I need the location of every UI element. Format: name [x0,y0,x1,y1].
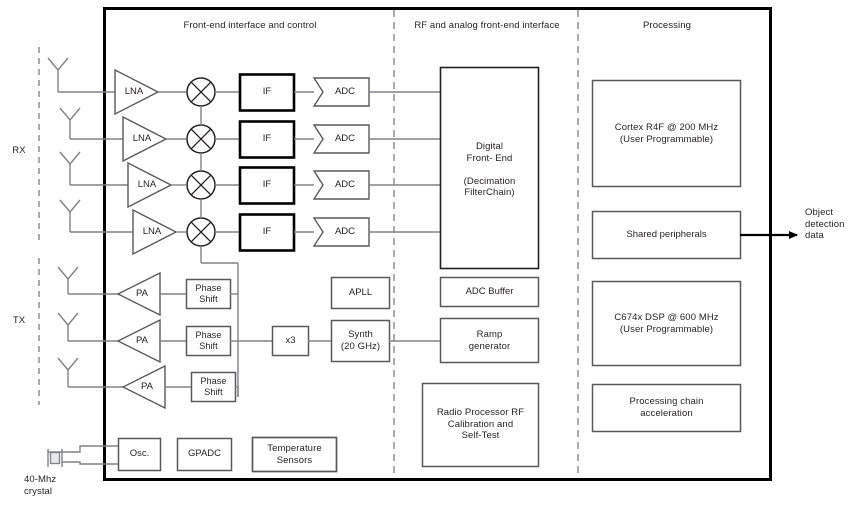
adc-block-3 [312,170,370,200]
rx-antenna-1 [47,57,118,93]
chip-boundary [103,7,772,481]
if-label-3: IF [262,179,272,191]
gpadc-label: GPADC [187,448,222,460]
pa-label-2: PA [136,335,148,347]
oscillator-block [117,437,162,472]
phase-shift-block-1 [185,278,232,310]
mixer-3 [186,170,216,200]
gpadc-block [176,437,233,472]
shared-peripherals-label: Shared peripherals [626,229,707,241]
if-label-1: IF [262,86,272,98]
lna-3-shape [127,161,173,209]
rx-antenna-4 [59,199,138,233]
tx-antenna-3 [57,357,123,388]
mixer-4 [186,217,216,247]
crystal-symbol [47,445,118,467]
digital-front-end-block [439,66,540,270]
lo-bus-mixers [200,106,238,264]
ramp-generator-block [439,317,540,364]
adc-to-dfe-wires [369,91,440,233]
phase-shift-block-2 [185,325,232,357]
apll-label: APLL [348,287,373,299]
rx-antenna-3 [59,151,133,186]
processing-chain-acceleration-block [591,383,742,433]
temperature-sensors-block [251,436,338,473]
adc-label-1: ADC [334,86,356,98]
multiplier-x3-block [271,325,310,357]
lna-label-2: LNA [132,133,152,145]
phase-shift-block-3 [190,371,237,403]
pa-label-1: PA [136,288,148,300]
adc-block-2 [312,124,370,154]
pa-to-phase-shift-wires [160,293,191,388]
if-label-4: IF [262,226,272,238]
oscillator-label: Osc. [129,448,150,460]
lna-label-1: LNA [124,86,144,98]
cortex-r4f-block [591,79,742,188]
if-to-adc-wires [294,91,314,233]
lna-label-3: LNA [137,179,157,191]
rx-antenna-2 [59,107,128,140]
adc-block-1 [312,77,370,107]
c674x-dsp-block [591,280,742,367]
adc-buffer-label: ADC Buffer [465,286,514,298]
phase-shift-to-lo-bus [230,293,239,397]
adc-block-4 [312,217,370,247]
adc-label-2: ADC [334,133,356,145]
adc-label-3: ADC [334,179,356,191]
synth-block [330,319,391,363]
mixer-1 [186,77,216,107]
lna-to-mixer-wires [158,91,186,233]
tx-antenna-2 [57,312,118,342]
adc-label-4: ADC [334,226,356,238]
lna-1-shape [114,68,160,116]
if-label-2: IF [262,133,272,145]
multiplier-x3-label: x3 [285,335,296,347]
mixer-2 [186,124,216,154]
pa-label-3: PA [141,381,153,393]
tx-antenna-1 [57,266,118,295]
radio-processor-block [421,382,540,468]
lna-label-4: LNA [142,226,162,238]
adc-buffer-block [439,276,540,308]
lna-2-shape [122,115,168,163]
lna-4-shape [132,208,178,256]
mixer-to-if-wires [215,91,239,233]
apll-block [330,276,391,310]
